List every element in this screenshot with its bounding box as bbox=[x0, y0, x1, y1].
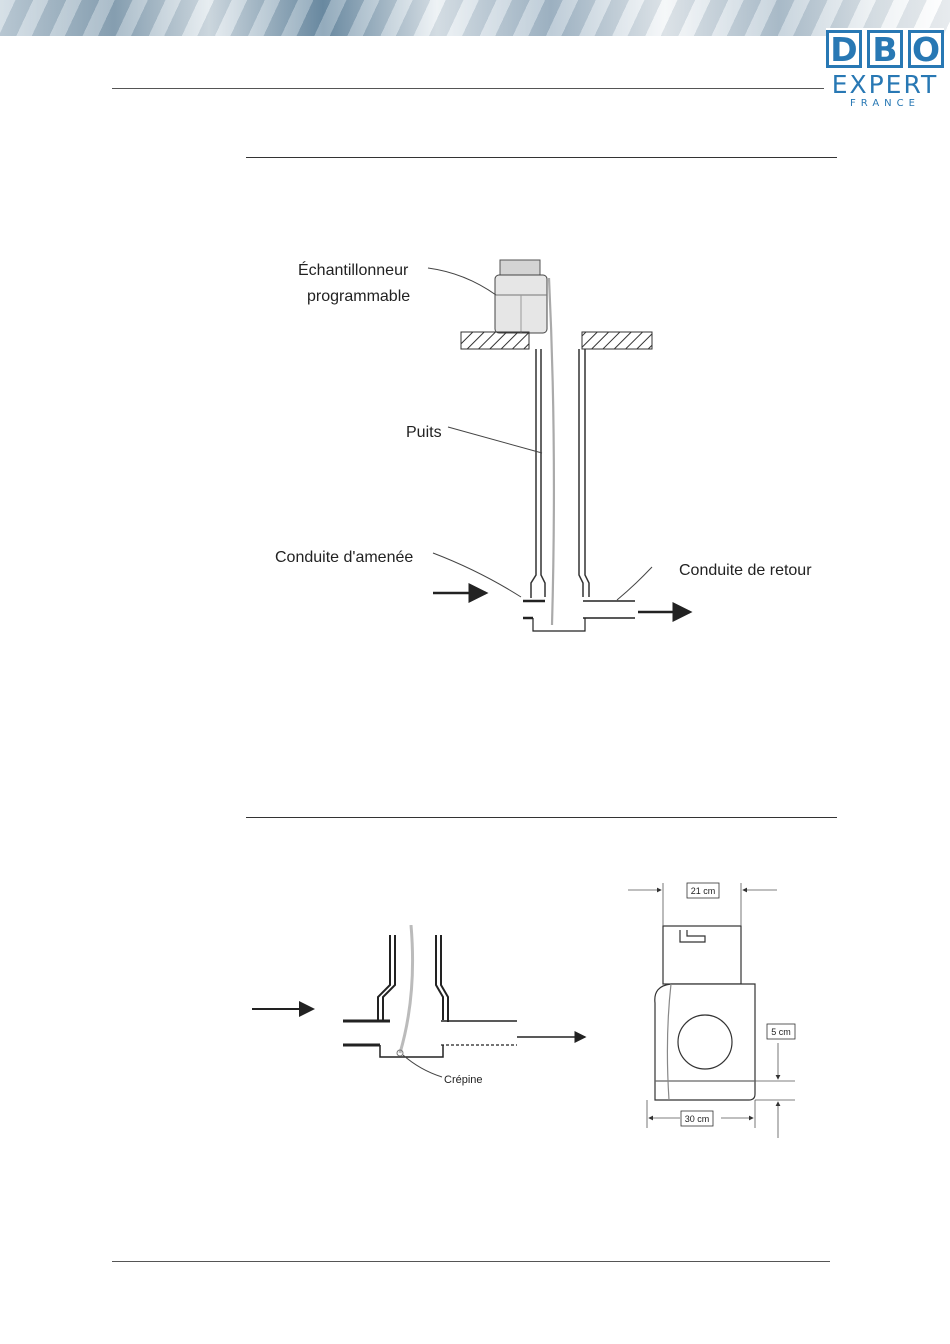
sampler-icon bbox=[495, 260, 547, 333]
strainer-pipes bbox=[343, 1021, 517, 1057]
pipes bbox=[523, 601, 635, 631]
logo-letter-b: B bbox=[867, 30, 903, 68]
footer-rule bbox=[112, 1261, 830, 1262]
section-rule-top bbox=[246, 157, 837, 158]
well-shaft bbox=[531, 349, 589, 598]
well-sampler-diagram: Échantillonneur programmable Puits Condu… bbox=[265, 245, 845, 645]
sampler-dimensions-diagram: 21 cm 5 cm 30 cm bbox=[625, 878, 800, 1140]
label-sampler-line1: Échantillonneur bbox=[298, 260, 409, 279]
logo-letter-boxes: D B O bbox=[826, 28, 944, 72]
strainer-leader-line bbox=[403, 1055, 442, 1077]
dimension-text-5cm: 5 cm bbox=[771, 1027, 791, 1037]
ground-slab-left bbox=[461, 332, 529, 349]
logo-word: EXPERT bbox=[826, 72, 944, 98]
header-banner-image bbox=[0, 0, 950, 36]
dimension-text-30cm: 30 cm bbox=[685, 1114, 710, 1124]
label-sampler-line2: programmable bbox=[307, 288, 410, 305]
dimension-label-width-bottom: 30 cm bbox=[681, 1111, 713, 1126]
sampler-outline bbox=[655, 926, 755, 1100]
dimension-label-height-side: 5 cm bbox=[767, 1024, 795, 1039]
header-rule bbox=[112, 88, 824, 89]
strainer-tube bbox=[400, 925, 413, 1053]
label-strainer: Crépine bbox=[444, 1074, 483, 1086]
label-well: Puits bbox=[406, 424, 442, 441]
dimension-text-21cm: 21 cm bbox=[691, 886, 716, 896]
strainer-detail-diagram: Crépine bbox=[245, 925, 595, 1095]
label-inlet-pipe: Conduite d'amenée bbox=[275, 549, 413, 566]
logo-subtitle: FRANCE bbox=[826, 98, 944, 109]
logo-letter-d: D bbox=[826, 30, 862, 68]
dimension-label-width-top: 21 cm bbox=[687, 883, 719, 898]
label-return-pipe: Conduite de retour bbox=[679, 562, 812, 579]
dbo-expert-logo: D B O EXPERT FRANCE bbox=[826, 28, 944, 108]
sampling-tube bbox=[549, 278, 554, 625]
section-rule-middle bbox=[246, 817, 837, 818]
ground-slab-right bbox=[582, 332, 652, 349]
logo-letter-o: O bbox=[908, 30, 944, 68]
